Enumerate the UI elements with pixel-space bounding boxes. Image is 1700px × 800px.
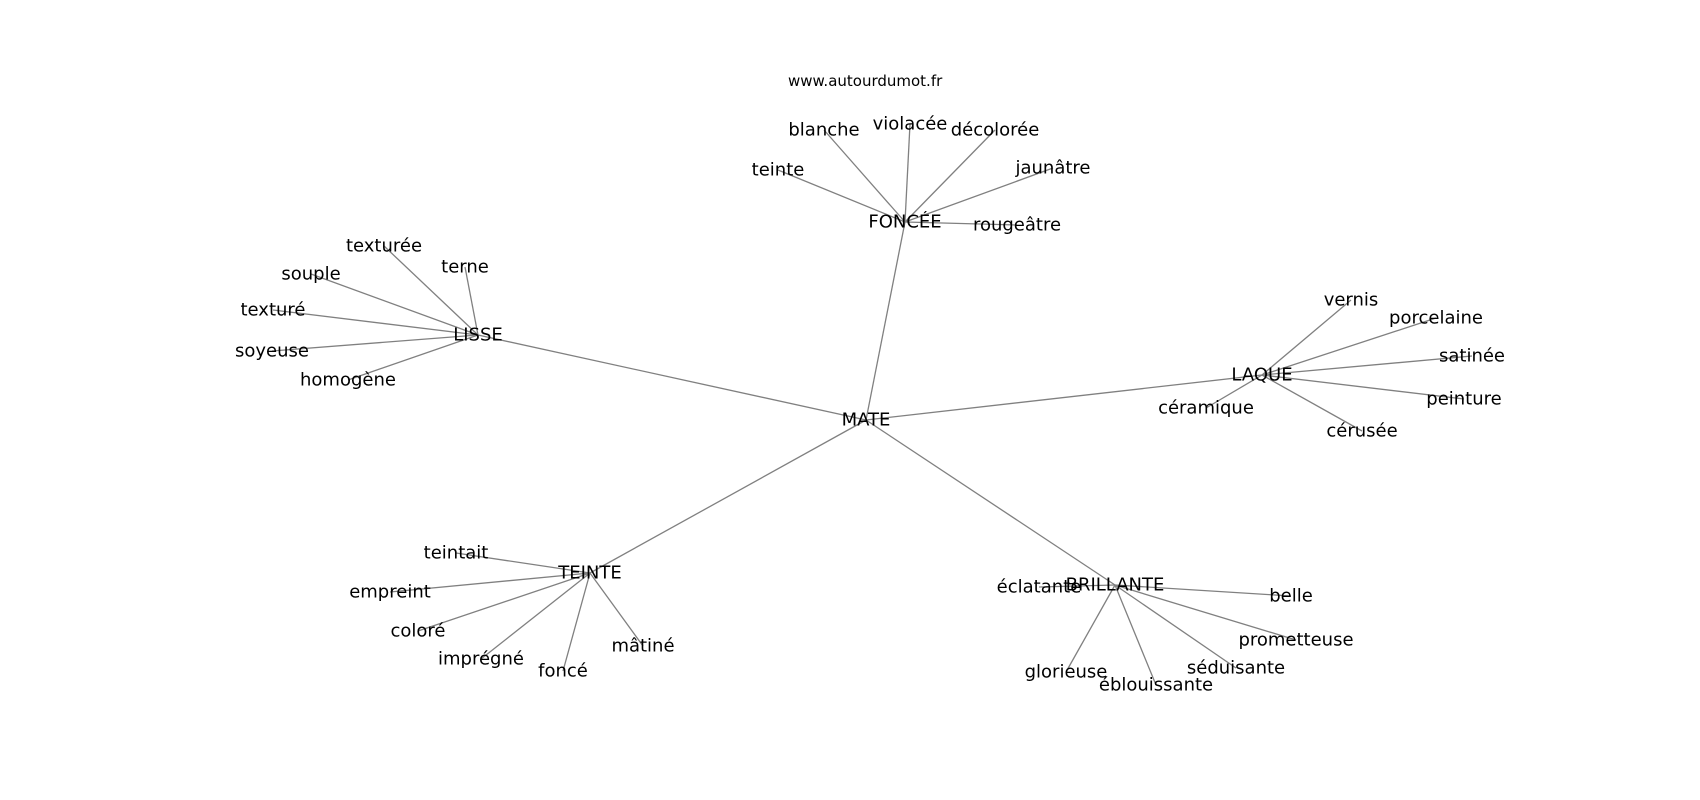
edge-hub-to-word <box>1114 584 1237 669</box>
source-watermark: www.autourdumot.fr <box>788 72 943 90</box>
leaf-word-node[interactable]: coloré <box>390 621 445 642</box>
edge-hub-to-word <box>464 266 479 336</box>
edge-center-to-hub <box>865 221 906 421</box>
leaf-word-node[interactable]: foncé <box>538 661 588 682</box>
edge-hub-to-word <box>1261 374 1465 400</box>
leaf-word-node[interactable]: souple <box>281 264 340 285</box>
edges-layer <box>271 123 1473 686</box>
edge-hub-to-word <box>904 129 996 223</box>
leaf-word-node[interactable]: homogène <box>300 370 396 391</box>
hub-word-node[interactable]: BRILLANTE <box>1066 575 1165 596</box>
leaf-word-node[interactable]: violacée <box>873 114 948 135</box>
edge-hub-to-word <box>1261 299 1352 376</box>
leaf-word-node[interactable]: porcelaine <box>1389 308 1483 329</box>
edge-hub-to-word <box>1205 374 1263 409</box>
hub-word-node[interactable]: LAQUE <box>1231 365 1292 386</box>
edge-hub-to-word <box>1114 584 1297 641</box>
leaf-word-node[interactable]: décolorée <box>951 120 1040 141</box>
edge-hub-to-word <box>1261 355 1473 376</box>
edge-hub-to-word <box>389 572 591 593</box>
edge-hub-to-word <box>1114 584 1292 597</box>
leaf-word-node[interactable]: belle <box>1269 586 1313 607</box>
leaf-word-node[interactable]: prometteuse <box>1238 630 1353 651</box>
edge-hub-to-word <box>823 129 906 223</box>
leaf-word-node[interactable]: cérusée <box>1326 421 1397 442</box>
edge-hub-to-word <box>1261 317 1437 376</box>
edge-hub-to-word <box>272 309 479 336</box>
edge-hub-to-word <box>904 221 1018 226</box>
hub-word-node[interactable]: LISSE <box>453 325 503 346</box>
leaf-word-node[interactable]: empreint <box>349 582 431 603</box>
edge-hub-to-word <box>1038 584 1116 588</box>
leaf-word-node[interactable]: blanche <box>788 120 859 141</box>
edge-hub-to-word <box>310 273 479 336</box>
edge-hub-to-word <box>347 334 479 381</box>
edge-center-to-hub <box>477 334 867 421</box>
leaf-word-node[interactable]: texturé <box>240 300 305 321</box>
leaf-word-node[interactable]: soyeuse <box>235 341 309 362</box>
leaf-word-node[interactable]: séduisante <box>1187 658 1285 679</box>
edge-hub-to-word <box>417 572 591 632</box>
edge-center-to-hub <box>865 374 1263 421</box>
leaf-word-node[interactable]: jaunâtre <box>1014 158 1090 179</box>
edge-hub-to-word <box>1065 584 1116 673</box>
edge-hub-to-word <box>1261 374 1363 432</box>
leaf-word-node[interactable]: rougeâtre <box>973 215 1061 236</box>
center-word-node[interactable]: MATE <box>842 410 891 431</box>
leaf-word-node[interactable]: texturée <box>346 236 422 257</box>
edge-hub-to-word <box>1114 584 1157 686</box>
hub-word-node[interactable]: FONCÉE <box>868 211 941 233</box>
leaf-word-node[interactable]: terne <box>441 257 489 278</box>
leaf-word-node[interactable]: teintait <box>424 543 489 564</box>
leaf-word-node[interactable]: glorieuse <box>1025 662 1108 683</box>
edge-center-to-hub <box>865 419 1116 586</box>
edge-hub-to-word <box>562 572 591 672</box>
edge-hub-to-word <box>904 167 1054 223</box>
edge-hub-to-word <box>271 334 479 352</box>
edge-hub-to-word <box>777 169 906 223</box>
edge-hub-to-word <box>589 572 644 647</box>
leaf-word-node[interactable]: vernis <box>1324 290 1379 311</box>
leaf-word-node[interactable]: peinture <box>1426 389 1501 410</box>
edge-hub-to-word <box>455 552 591 574</box>
edge-hub-to-word <box>480 572 591 660</box>
leaf-word-node[interactable]: imprégné <box>438 649 524 670</box>
hub-word-node[interactable]: TEINTE <box>557 563 622 584</box>
edge-hub-to-word <box>904 123 911 223</box>
leaf-word-node[interactable]: céramique <box>1158 398 1254 419</box>
edge-hub-to-word <box>383 245 479 336</box>
leaf-word-node[interactable]: éclatante <box>997 577 1082 598</box>
edge-center-to-hub <box>589 419 867 574</box>
leaf-word-node[interactable]: satinée <box>1439 346 1505 367</box>
leaf-word-node[interactable]: teinte <box>752 160 805 181</box>
leaf-word-node[interactable]: éblouissante <box>1099 675 1213 696</box>
leaf-word-node[interactable]: mâtiné <box>611 636 674 657</box>
